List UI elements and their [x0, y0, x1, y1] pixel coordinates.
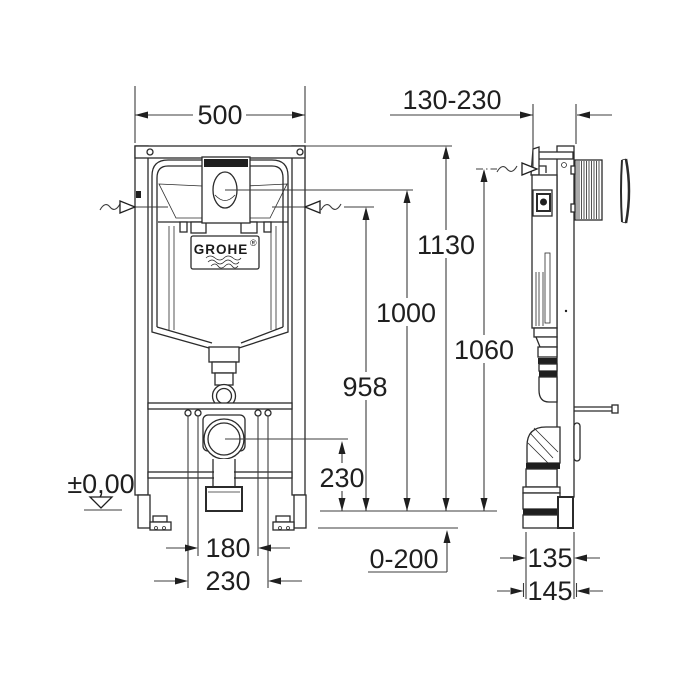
frame-right-rail	[291, 145, 306, 496]
wall-hook-step	[539, 165, 547, 173]
logo-wave-3	[210, 263, 239, 269]
dim-frame-height: 1130	[417, 230, 475, 260]
elbow-pipe-lower	[522, 492, 561, 510]
fixing-bolt	[194, 409, 202, 417]
rail-side-plate	[573, 422, 581, 462]
elbow-seal-band-2	[523, 509, 560, 515]
elbow-seal-band	[526, 463, 560, 469]
right-foot-step	[275, 515, 291, 523]
fixing-bolt	[184, 409, 192, 417]
fixing-bolt	[264, 409, 272, 417]
foot-dot	[154, 526, 158, 530]
dim-supply-height: 958	[342, 372, 387, 402]
ext-lines-bolts	[187, 416, 269, 588]
break-squiggle-right	[320, 203, 342, 211]
elbow-pipe-end	[522, 514, 561, 529]
flush-pipe-mid	[211, 361, 237, 374]
rail-hole	[564, 309, 568, 313]
left-leg	[137, 494, 151, 529]
flush-pipe-low	[214, 372, 234, 386]
foot-dot	[162, 526, 166, 530]
registered-mark: ®	[250, 238, 257, 248]
rail-screw	[561, 162, 567, 168]
side-seal-band-1	[538, 358, 557, 364]
ext-lines-outlet	[522, 532, 578, 599]
corner-screw-left	[146, 148, 154, 156]
right-leg	[293, 494, 307, 529]
lug-left	[179, 221, 188, 233]
protection-box	[574, 159, 603, 221]
side-ribs	[535, 272, 544, 326]
break-squiggle-left	[99, 203, 121, 211]
break-squiggle-side	[496, 165, 518, 173]
fixing-stud	[574, 406, 612, 412]
break-arrow-left	[119, 200, 137, 214]
rail-mark	[136, 191, 141, 198]
side-rib-long	[544, 252, 551, 324]
supply-connection-box	[532, 189, 553, 217]
lug-right	[263, 221, 272, 233]
dim-depth-range: 130-230	[402, 85, 501, 115]
side-step-3	[537, 346, 558, 358]
elbow-pipe	[525, 468, 558, 488]
dim-side-height: 1060	[454, 335, 514, 365]
dim-bolt-spacing-outer: 230	[205, 566, 250, 596]
logo-wave-2	[207, 259, 240, 265]
dim-outlet-height: 230	[319, 463, 364, 493]
flush-pipe-top	[208, 346, 240, 363]
logo-plate	[190, 235, 260, 270]
cross-rail-upper	[147, 402, 293, 410]
foot-dot	[278, 526, 282, 530]
dim-floor-level: ±0,00	[67, 469, 134, 499]
clip-left	[190, 221, 207, 234]
dimension-lines	[84, 86, 612, 599]
frame-left-rail	[134, 145, 149, 496]
box-nub-bottom	[570, 203, 576, 213]
side-view	[522, 145, 631, 529]
break-arrow-side	[521, 162, 539, 176]
tank-cavity-lines	[168, 226, 277, 330]
dim-front-width: 500	[197, 100, 242, 130]
actuation-plate	[620, 158, 631, 224]
foot-dot	[286, 526, 290, 530]
corner-screw-right	[296, 148, 304, 156]
break-arrow-right	[303, 200, 321, 214]
outlet-pipe	[212, 459, 236, 488]
side-foot	[557, 496, 574, 529]
front-view: GROHE ®	[134, 145, 307, 531]
grohe-logo-plate: GROHE ®	[190, 235, 260, 270]
side-bend-bottom	[538, 376, 558, 403]
right-foot-pad	[272, 521, 295, 531]
shaft-top-band	[204, 159, 248, 167]
dim-floor-adjust: 0-200	[369, 544, 438, 574]
left-foot-pad	[149, 521, 172, 531]
logo-wave-1	[205, 255, 242, 261]
side-seal-band-2	[539, 371, 557, 377]
elbow-collar	[522, 486, 561, 494]
dim-outlet-depth-inner: 135	[527, 543, 572, 573]
floor-level-triangle	[88, 496, 114, 509]
grohe-logo-text: GROHE	[194, 242, 249, 257]
left-foot-step	[152, 515, 168, 523]
side-step-4	[538, 363, 558, 372]
outlet-elbow	[526, 426, 561, 464]
flush-button-detail	[214, 194, 236, 201]
frame-top-rail	[134, 145, 306, 159]
side-step-1	[533, 327, 558, 338]
outlet-collar	[205, 486, 243, 512]
protection-box-hatch	[576, 161, 600, 219]
fixing-stud-cap	[611, 404, 619, 414]
supply-valve-port	[540, 198, 547, 206]
fixing-bolt	[254, 409, 262, 417]
box-nub-top	[570, 165, 576, 175]
outlet-pipe-fill	[214, 459, 234, 488]
dim-button-height: 1000	[376, 298, 436, 328]
elbow-hatch	[527, 427, 559, 464]
wall-bracket-bar	[534, 151, 574, 160]
side-step-2	[535, 336, 558, 348]
dimension-labels: 500 130-230 1130 1000 958 1060 230 ±0,00…	[67, 85, 572, 606]
dim-bolt-spacing: 180	[205, 533, 250, 563]
dim-outlet-depth-outer: 145	[527, 576, 572, 606]
